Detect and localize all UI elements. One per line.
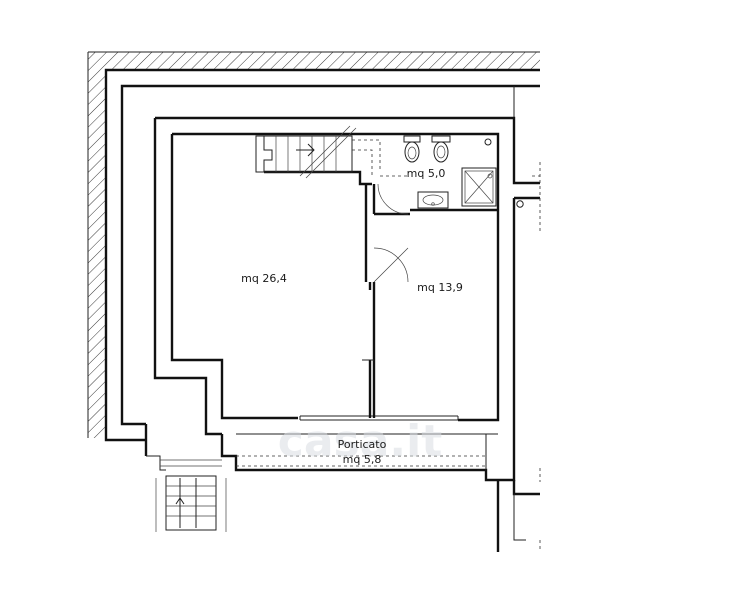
porch-area [236,433,498,470]
internal-staircase [255,125,408,179]
toilet-icon [431,135,451,163]
bidet-icon [403,135,421,163]
interior-partitions [264,170,498,418]
external-wall-right [496,162,541,552]
right-wall-markers [516,200,524,208]
porch-area-label: mq 5,8 [343,453,382,466]
external-staircase [144,424,227,532]
room-area-bedroom: mq 13,9 [417,281,463,294]
bathroom-door [377,183,409,215]
terrain-hatch [87,51,540,438]
room-area-living: mq 26,4 [241,272,287,285]
washbasin-icon [417,191,449,209]
shower-icon [461,138,497,207]
porch-name: Porticato [338,438,387,451]
building-walls [153,116,540,482]
bathroom-fixtures [403,135,497,209]
room-area-bathroom: mq 5,0 [407,167,446,180]
retaining-wall [104,68,540,442]
bedroom-door [373,247,409,283]
watermark: casa.it [278,416,442,467]
